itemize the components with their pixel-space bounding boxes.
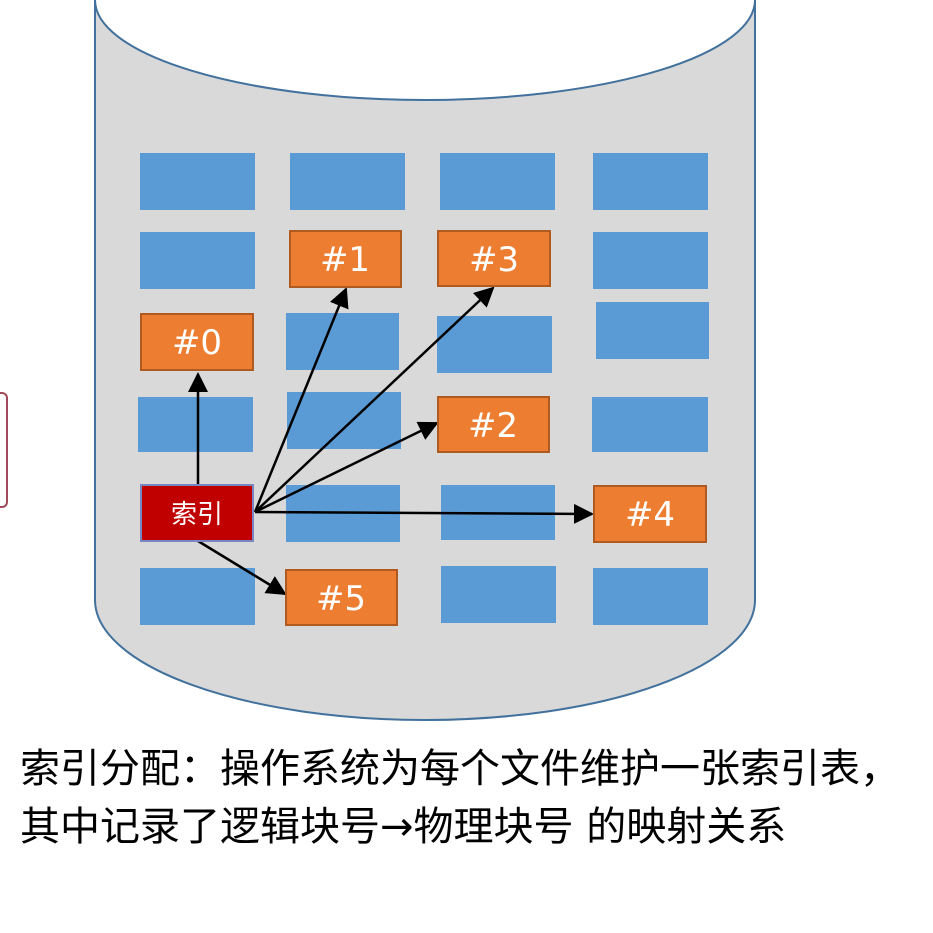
data-block-1: #1 [289,230,402,288]
free-block [138,397,253,452]
used-blocks: #0 #1 #3 #2 #4 #5 [140,230,707,626]
arrow-to-block-4 [254,503,594,524]
free-block [287,392,401,449]
side-tab-edge [0,392,8,508]
free-block [437,316,552,373]
arrow-to-block-5 [197,539,287,596]
free-block [596,302,709,359]
arrow-to-block-2 [254,421,439,514]
cylinder-top [94,0,756,101]
free-block [441,566,556,623]
caption-text: 索引分配：操作系统为每个文件维护一张索引表，其中记录了逻辑块号→物理块号 的映射… [20,746,900,850]
data-block-label: #1 [320,240,370,280]
free-block [140,232,255,289]
data-block-label: #5 [316,579,366,619]
free-block [286,313,399,370]
free-block [592,397,708,452]
data-block-0: #0 [140,313,254,371]
index-arrows [188,286,594,596]
free-block [593,153,708,210]
data-block-3: #3 [437,230,551,287]
data-block-label: #4 [625,495,675,535]
free-block [140,153,255,210]
free-block [593,232,708,289]
free-block [290,153,405,210]
data-block-label: #0 [172,323,222,363]
index-block-label: 索引 [171,500,223,530]
index-block: 索引 [140,484,254,542]
free-block [140,568,255,625]
data-block-label: #3 [469,240,519,280]
free-block [440,153,555,210]
free-block [593,568,708,625]
arrow-to-block-1 [253,287,349,513]
data-block-2: #2 [437,396,550,453]
cylinder-body [94,0,756,721]
data-block-4: #4 [593,485,707,543]
arrow-to-block-3 [254,286,495,513]
data-block-label: #2 [468,406,518,446]
data-block-5: #5 [285,569,398,626]
free-blocks [138,153,709,625]
